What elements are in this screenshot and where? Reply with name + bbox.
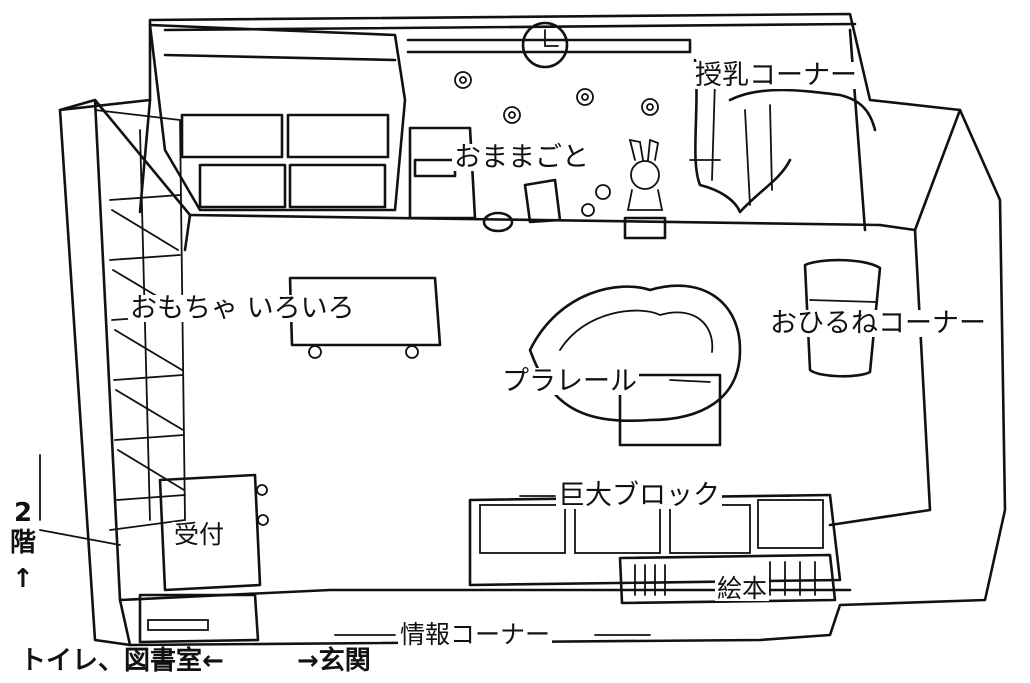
book-shelf (618, 553, 837, 605)
label-reception: 受付 (172, 520, 227, 549)
wall-clock-icon (406, 21, 692, 69)
label-picture-books: 絵本 (715, 574, 770, 603)
exit-entrance: →玄関 (297, 646, 371, 676)
exit-toilet-library: トイレ、図書室← (20, 646, 224, 676)
train-track (528, 284, 742, 447)
rabbit-doll-icon (626, 138, 664, 211)
label-train-set: プラレール (500, 366, 639, 397)
label-giant-blocks: 巨大ブロック (556, 480, 722, 511)
back-cabinet (148, 23, 407, 212)
reception-desk (158, 473, 269, 592)
floor-number: 2 (14, 498, 33, 528)
info-desk (138, 593, 260, 644)
label-toys: おもちゃ いろいろ (128, 293, 357, 324)
flower-icon (454, 71, 659, 124)
label-nursing-corner: 授乳コーナー (693, 60, 859, 91)
label-info-corner: 情報コーナー (398, 620, 553, 649)
toy-box (288, 276, 442, 359)
label-nap-corner: おひるねコーナー (768, 308, 988, 339)
leader-lines (39, 159, 791, 636)
label-house-play: おままごと (452, 142, 591, 173)
stairs-up-arrow: ↑ (12, 564, 34, 594)
floor-label: 階 (10, 528, 37, 558)
nap-mattress (803, 258, 882, 378)
